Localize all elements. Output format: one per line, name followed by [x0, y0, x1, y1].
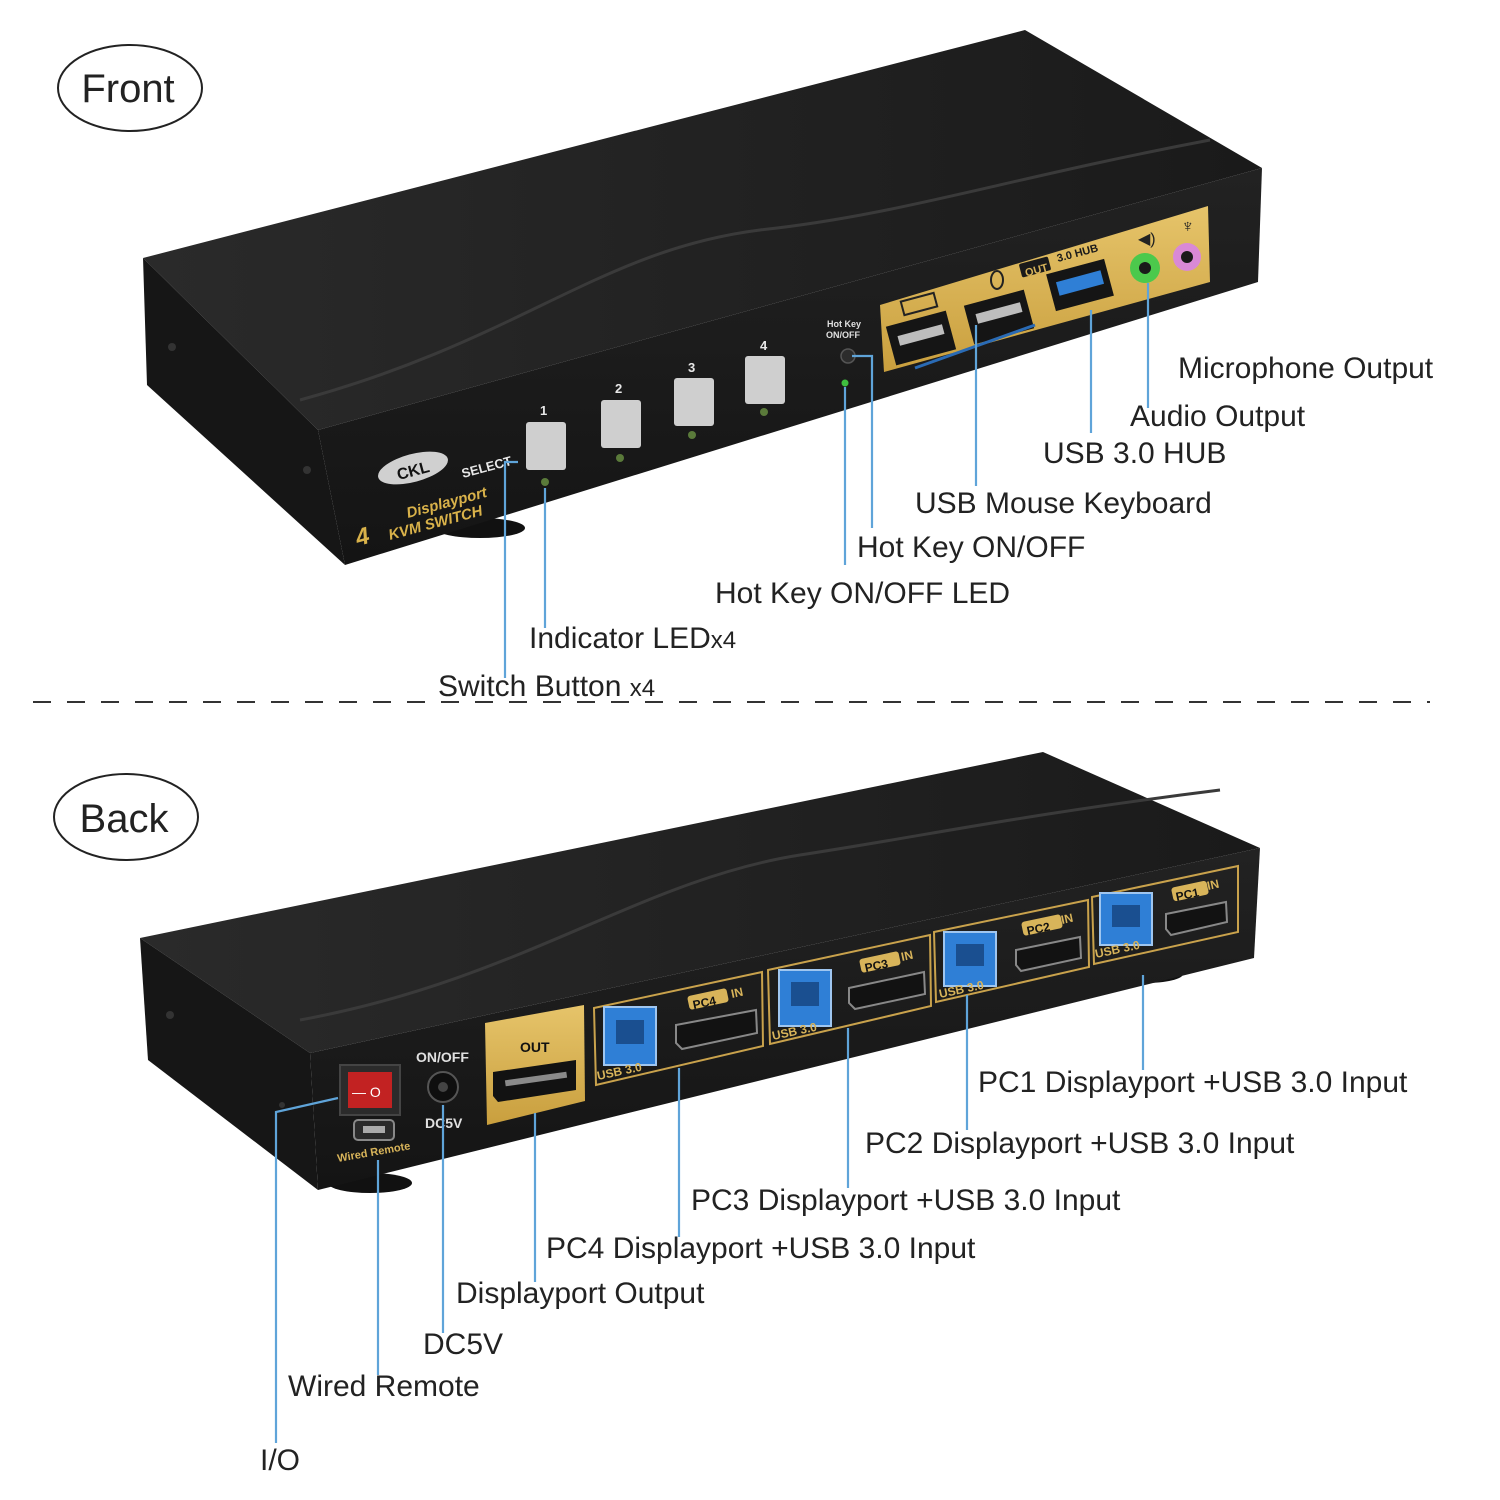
- on-off-label: ON/OFF: [416, 1049, 469, 1065]
- front-port-panel: [880, 206, 1210, 372]
- back-badge: Back: [53, 773, 199, 861]
- product-prefix: 4: [352, 522, 373, 552]
- dp-out-label: OUT: [520, 1039, 550, 1055]
- callout-pc3-input: PC3 Displayport +USB 3.0 Input: [691, 1184, 1121, 1217]
- pc1-port-group: USB 3.0 PC1 IN: [1090, 864, 1239, 966]
- switch-symbols: — O: [352, 1084, 381, 1100]
- callout-dc5v: DC5V: [423, 1328, 503, 1361]
- callout-audio-output: Audio Output: [1130, 400, 1306, 433]
- pc3-displayport-port[interactable]: [848, 970, 927, 1011]
- hotkey-led: [841, 379, 849, 387]
- speaker-icon: ◀): [1138, 231, 1156, 248]
- pc3-label: PC3: [864, 956, 890, 975]
- back-leader-lines: [274, 975, 1145, 1443]
- svg-text:IN: IN: [900, 948, 915, 964]
- callout-usb-mouse-keyboard: USB Mouse Keyboard: [915, 487, 1212, 520]
- callout-indicator-led: Indicator LEDx4: [529, 622, 736, 655]
- pc2-port-group: USB 3.0 PC2 IN: [932, 898, 1091, 1004]
- front-badge: Front: [57, 44, 203, 132]
- indicator-led-1: [541, 478, 549, 486]
- mouse-icon: [990, 270, 1004, 290]
- out-label: OUT: [1024, 262, 1050, 280]
- screw-icon: [303, 466, 311, 474]
- front-device: CKL SELECT Displayport KVM SWITCH 4 1 2 …: [143, 30, 1262, 565]
- svg-text:4: 4: [760, 338, 768, 353]
- power-switch[interactable]: — O: [339, 1064, 401, 1116]
- displayport-output-port[interactable]: OUT: [485, 1005, 585, 1125]
- svg-text:3: 3: [688, 360, 695, 375]
- callout-pc4-input: PC4 Displayport +USB 3.0 Input: [546, 1232, 976, 1265]
- screw-icon: [166, 1011, 174, 1019]
- svg-text:1: 1: [540, 403, 547, 418]
- pc1-displayport-port[interactable]: [1165, 900, 1229, 937]
- audio-output-jack[interactable]: [1130, 253, 1160, 283]
- microphone-icon: ♆: [1181, 216, 1195, 236]
- microphone-jack[interactable]: [1173, 243, 1201, 271]
- front-leader-lines: [503, 283, 1150, 678]
- screw-icon: [279, 1102, 285, 1108]
- callout-hot-key-led: Hot Key ON/OFF LED: [715, 577, 1010, 610]
- wired-remote-port[interactable]: [353, 1119, 395, 1141]
- usb3-hub-port[interactable]: [1046, 258, 1114, 312]
- callout-pc2-input: PC2 Displayport +USB 3.0 Input: [865, 1127, 1295, 1160]
- svg-text:IN: IN: [1206, 877, 1221, 893]
- callout-wired-remote: Wired Remote: [288, 1370, 480, 1403]
- callout-hot-key: Hot Key ON/OFF: [857, 531, 1085, 564]
- pc2-usb3-port[interactable]: [943, 931, 997, 987]
- pc4-label: PC4: [692, 993, 718, 1012]
- callout-microphone-output: Microphone Output: [1178, 352, 1434, 385]
- svg-text:2: 2: [615, 381, 622, 396]
- callout-io: I/O: [260, 1444, 300, 1477]
- pc4-displayport-port[interactable]: [675, 1008, 759, 1051]
- pc4-port-group: USB 3.0 PC4 IN: [592, 970, 765, 1087]
- front-badge-label: Front: [81, 67, 174, 111]
- indicator-led-4: [760, 408, 768, 416]
- switch-button-2[interactable]: 2: [601, 381, 641, 462]
- callout-pc1-input: PC1 Displayport +USB 3.0 Input: [978, 1066, 1408, 1099]
- pc2-displayport-port[interactable]: [1015, 935, 1083, 973]
- switch-button-3[interactable]: 3: [674, 360, 714, 439]
- indicator-led-3: [688, 431, 696, 439]
- screw-icon: [168, 343, 176, 351]
- switch-button-1[interactable]: 1: [526, 403, 566, 486]
- callout-switch-button: Switch Button x4: [438, 670, 655, 703]
- callout-usb3-hub: USB 3.0 HUB: [1043, 437, 1226, 470]
- switch-button-4[interactable]: 4: [745, 338, 785, 416]
- pc1-label: PC1: [1174, 885, 1200, 904]
- pc4-usb3-port[interactable]: [603, 1006, 657, 1066]
- svg-text:IN: IN: [730, 985, 745, 1001]
- front-section: Front CKL SELECT Displayport: [57, 30, 1434, 703]
- pc1-usb3-port[interactable]: [1099, 892, 1153, 946]
- hotkey-label-1: Hot Key: [827, 319, 861, 329]
- pc2-label: PC2: [1026, 919, 1052, 938]
- indicator-led-2: [616, 454, 624, 462]
- back-badge-label: Back: [80, 797, 170, 841]
- keyboard-usb-port[interactable]: [885, 291, 957, 366]
- hotkey-label-2: ON/OFF: [826, 330, 860, 340]
- pc3-port-group: USB 3.0 PC3 IN: [766, 933, 933, 1046]
- callout-displayport-output: Displayport Output: [456, 1277, 705, 1310]
- back-device: — O Wired Remote ON/OFF DC5V OUT: [140, 752, 1260, 1193]
- dc5v-jack[interactable]: [427, 1071, 459, 1103]
- keyboard-icon: [899, 291, 939, 317]
- back-section: Back — O Wir: [53, 752, 1408, 1477]
- svg-text:IN: IN: [1060, 911, 1075, 927]
- pc3-usb3-port[interactable]: [778, 969, 832, 1027]
